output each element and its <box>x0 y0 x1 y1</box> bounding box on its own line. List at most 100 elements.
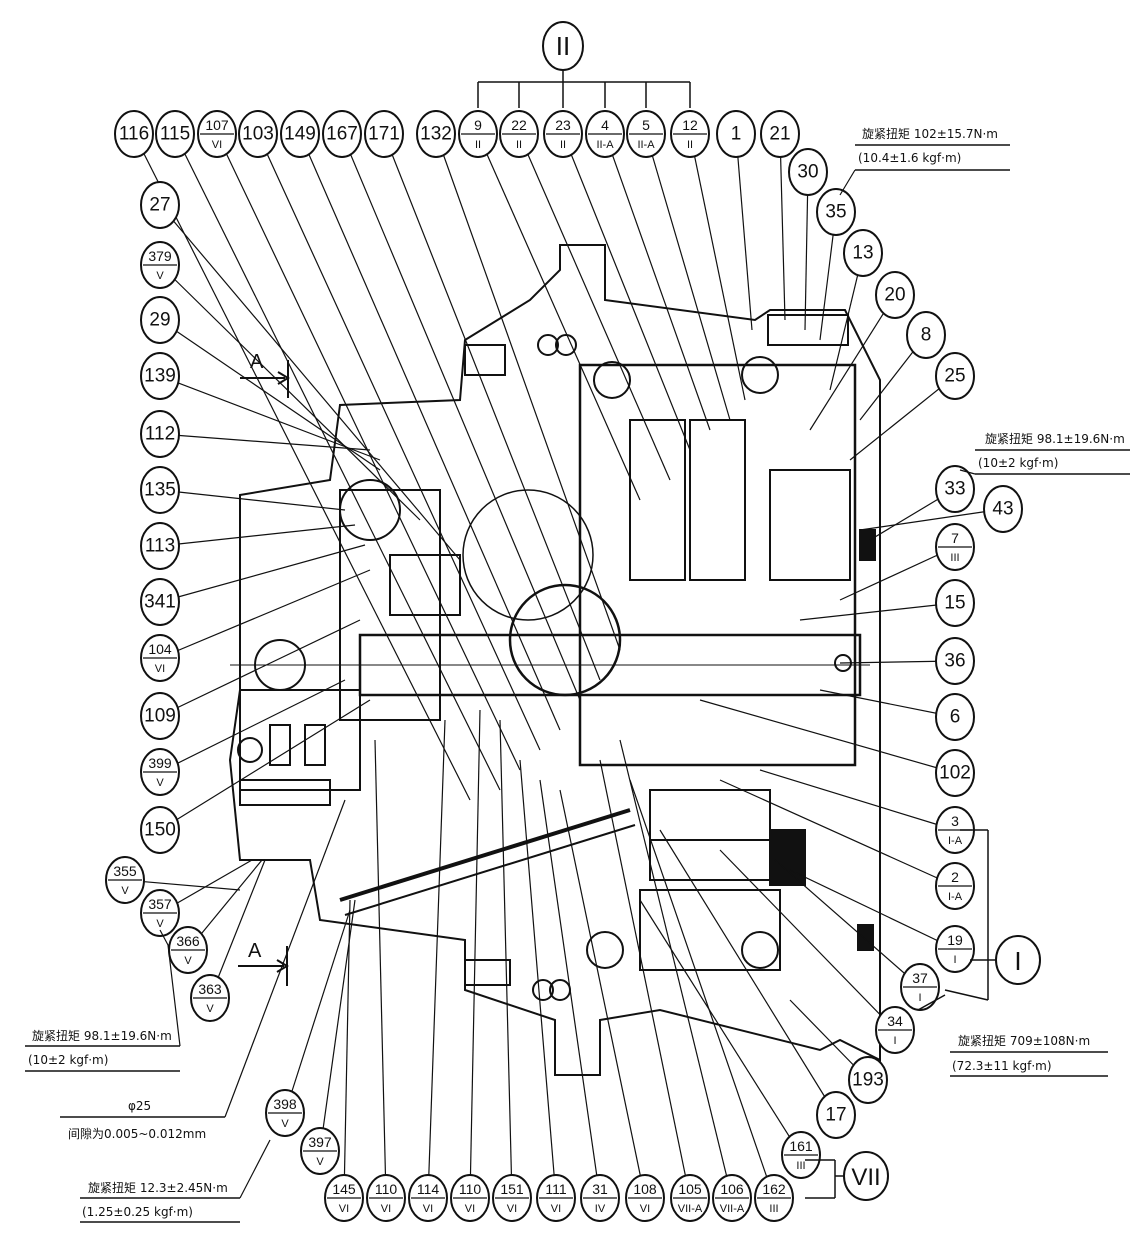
bubble-group-code: II-A <box>637 139 655 151</box>
bubble-circle <box>140 578 180 626</box>
bubble-number: 398 <box>273 1096 297 1112</box>
bubble-number: 4 <box>601 117 609 133</box>
bubble-circle <box>140 410 180 458</box>
bubble-number: 110 <box>459 1181 482 1197</box>
part-bubble-132: 132 <box>416 110 456 158</box>
bubble-group-code: I-A <box>948 835 963 847</box>
bubble-circle <box>875 271 915 319</box>
bubble-number: 355 <box>113 863 137 879</box>
bubble-group-code: I <box>918 992 921 1004</box>
leader-line <box>819 689 956 718</box>
bubble-number: 30 <box>797 162 818 183</box>
bubble-group-code: III <box>950 552 959 564</box>
bubble-number: 27 <box>149 195 170 216</box>
leader-line <box>539 779 601 1199</box>
part-bubble-2-I-A: 2I-A <box>935 862 975 910</box>
bubble-number: 6 <box>950 707 961 728</box>
bubble-group-code: I <box>893 1035 896 1047</box>
leader-line <box>809 294 896 431</box>
leader-line <box>779 133 786 321</box>
leader-line <box>719 849 896 1031</box>
leader-line <box>699 699 956 774</box>
leader-line <box>849 375 956 461</box>
bubble-group-code: VI <box>339 1203 349 1215</box>
leader-line <box>839 546 956 601</box>
bubble-circle <box>983 485 1023 533</box>
bubble-group-code: V <box>156 270 164 282</box>
bubble-group-code: II <box>516 139 522 151</box>
bubble-number: 1 <box>731 124 742 145</box>
leader-line <box>629 779 775 1199</box>
bubble-number: 135 <box>144 480 176 501</box>
leader-line <box>343 899 351 1199</box>
bubble-number: 21 <box>769 124 790 145</box>
bubble-number: 379 <box>148 248 172 264</box>
bubble-number: 20 <box>884 285 905 306</box>
bubble-circle <box>322 110 362 158</box>
bubble-group-code: V <box>121 885 129 897</box>
torque-text: 旋紧扭矩 98.1±19.6N·m <box>985 432 1125 446</box>
part-bubble-103: 103 <box>238 110 278 158</box>
bubble-number: 399 <box>148 755 172 771</box>
bubble-group-code: II-A <box>596 139 614 151</box>
bubble-circle <box>140 352 180 400</box>
bubble-number: 366 <box>176 933 200 949</box>
leader-line <box>159 489 346 511</box>
bubble-number: 104 <box>148 641 172 657</box>
leader-line <box>174 133 501 791</box>
part-bubble-37-I: 37I <box>900 963 940 1011</box>
part-bubble-35: 35 <box>816 188 856 236</box>
leader-line <box>639 899 802 1156</box>
leader-line <box>645 133 731 421</box>
leader-line <box>383 133 601 681</box>
bubble-circle <box>760 110 800 158</box>
bubble-number: 171 <box>368 124 400 145</box>
torque-kgf-text: (10±2 kgf·m) <box>28 1053 108 1067</box>
bubble-circle <box>238 110 278 158</box>
bubble-number: 397 <box>308 1134 332 1150</box>
bubble-number: 2 <box>951 869 959 885</box>
bubble-number: 17 <box>825 1105 846 1126</box>
bubble-group-code: III <box>769 1203 778 1215</box>
part-bubble-109: 109 <box>140 692 180 740</box>
section-marker-bottom: A <box>238 940 289 986</box>
torque-annotation-top-right: 旋紧扭矩 102±15.7N·m (10.4±1.6 kgf·m) <box>839 127 1010 196</box>
leader-line <box>159 264 421 521</box>
group-bubble-I: I <box>917 829 1041 1011</box>
leader-line <box>209 859 266 999</box>
leader-line <box>159 544 366 603</box>
torque-kgf-text: (10±2 kgf·m) <box>978 456 1058 470</box>
group-VII-label: VII <box>851 1164 880 1191</box>
bubble-circle <box>935 637 975 685</box>
leader-line <box>559 789 646 1199</box>
leader-line <box>159 524 356 547</box>
part-bubble-113: 113 <box>140 522 180 570</box>
part-bubble-112: 112 <box>140 410 180 458</box>
leader-line <box>604 133 711 431</box>
part-bubble-3-I-A: 3I-A <box>935 806 975 854</box>
bubble-number: 35 <box>825 202 846 223</box>
part-bubble-115: 115 <box>155 110 195 158</box>
bubble-number: 114 <box>417 1181 440 1197</box>
torque-text: 旋紧扭矩 12.3±2.45N·m <box>88 1181 228 1195</box>
bubble-group-code: II <box>475 139 481 151</box>
part-bubble-13: 13 <box>843 229 883 277</box>
bubble-number: 5 <box>642 117 650 133</box>
bubble-group-code: I <box>953 954 956 966</box>
part-bubble-193: 193 <box>848 1056 888 1104</box>
bubble-circle <box>140 466 180 514</box>
leader-line <box>799 602 956 621</box>
bubble-group-code: VI <box>155 663 165 675</box>
leader-line <box>562 133 691 451</box>
bubble-circle <box>935 749 975 797</box>
bubble-circle <box>140 692 180 740</box>
